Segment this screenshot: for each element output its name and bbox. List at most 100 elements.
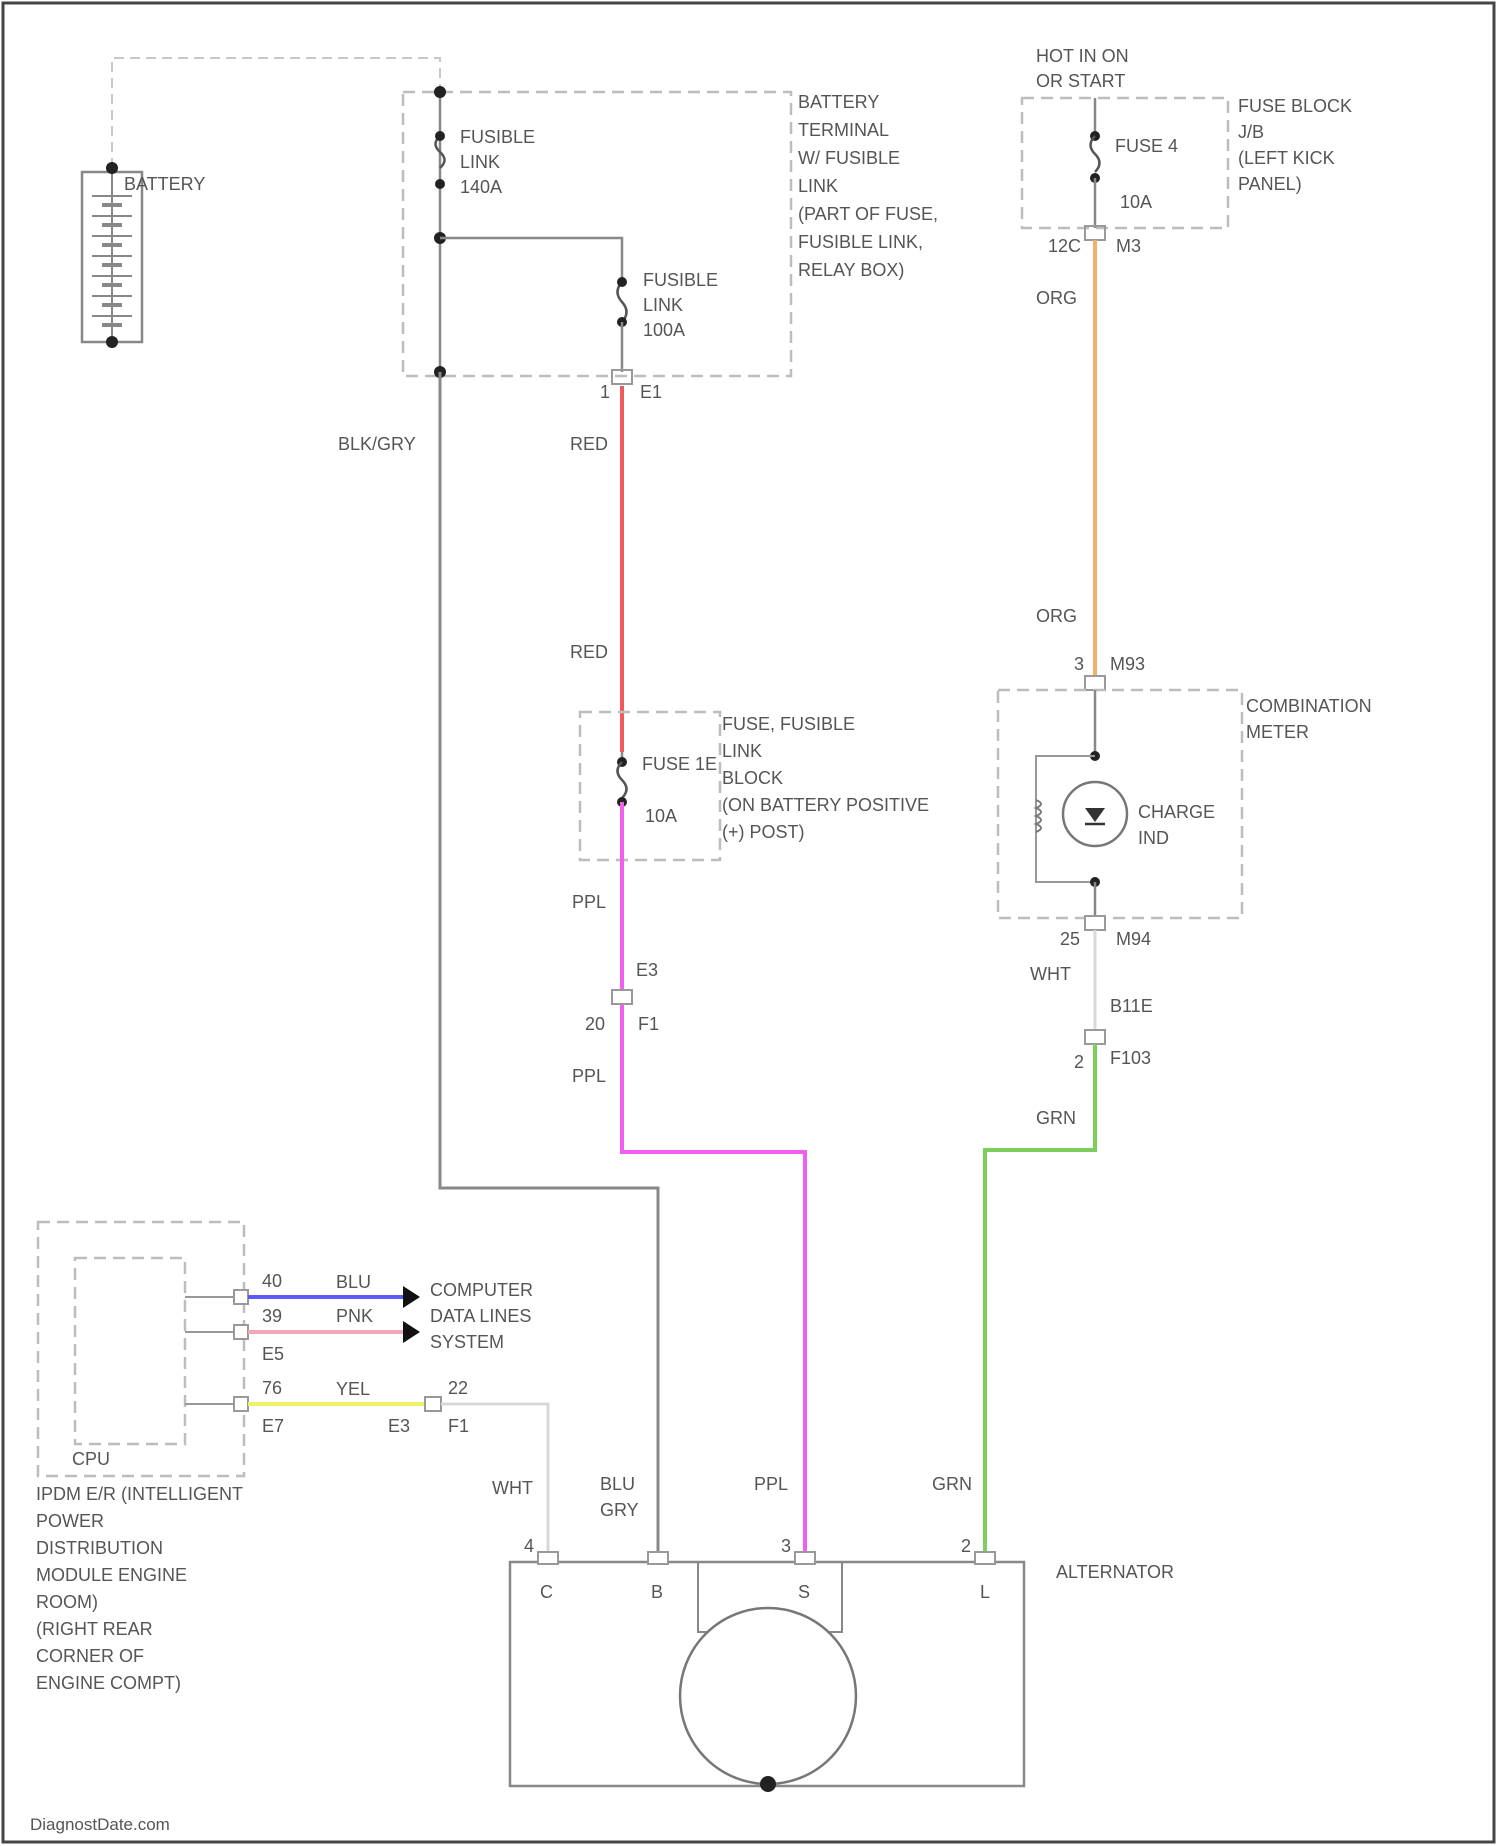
battery-terminal-label-2: TERMINAL [798, 120, 889, 140]
computer-label-1: COMPUTER [430, 1280, 533, 1300]
fusible-link-100-line2: LINK [643, 295, 683, 315]
alternator-label: ALTERNATOR [1056, 1562, 1174, 1582]
fuse-block-label-3: (LEFT KICK [1238, 148, 1335, 168]
diagram-frame [3, 3, 1494, 1842]
connector-pin-2: 2 [1074, 1052, 1084, 1072]
meter-top-pin: 3 [1074, 654, 1084, 674]
fuse-block-label-1: FUSE BLOCK [1238, 96, 1352, 116]
fuse-block-connector: M3 [1116, 236, 1141, 256]
yel-connector-pin: 22 [448, 1378, 468, 1398]
alt-pin-c: 4 [524, 1536, 534, 1556]
wire-label-wht-meter: WHT [1030, 964, 1071, 984]
ipdm-label-7: CORNER OF [36, 1646, 144, 1666]
fuse-1e-amp: 10A [645, 806, 677, 826]
yel-connector-e3: E3 [388, 1416, 410, 1436]
wire-label-red-upper: RED [570, 434, 608, 454]
wire-label-yel: YEL [336, 1379, 370, 1399]
watermark: DiagnostDate.com [30, 1815, 170, 1834]
wire-label-wht-c: WHT [492, 1478, 533, 1498]
hot-label-line1: HOT IN ON [1036, 46, 1129, 66]
combination-meter: 3 M93 CHARGE IND COMBINATION METER 25 M9… [998, 654, 1372, 949]
alt-terminal-l: L [980, 1582, 990, 1602]
fusible-link-140-line1: FUSIBLE [460, 127, 535, 147]
ipdm-pin-39: 39 [262, 1306, 282, 1326]
hot-label-line2: OR START [1036, 71, 1125, 91]
fuse-link-block-label-1: FUSE, FUSIBLE [722, 714, 855, 734]
ipdm-er: 40 39 E5 76 E7 CPU IPDM E/R (INTELLIGENT… [36, 1222, 284, 1693]
meter-bottom-connector: M94 [1116, 929, 1151, 949]
battery-terminal-block: FUSIBLE LINK 140A FUSIBLE LINK 100A 1 E1… [403, 86, 938, 402]
ipdm-pin-76: 76 [262, 1378, 282, 1398]
charge-ind-line2: IND [1138, 828, 1169, 848]
battery-terminal-label-4: LINK [798, 176, 838, 196]
fuse-block-pin: 12C [1048, 236, 1081, 256]
ipdm-label-6: (RIGHT REAR [36, 1619, 153, 1639]
fuse-link-block-label-3: BLOCK [722, 768, 783, 788]
ipdm-pin-e7: E7 [262, 1416, 284, 1436]
fuse-fusible-link-block: FUSE 1E 10A FUSE, FUSIBLE LINK BLOCK (ON… [580, 712, 929, 860]
fuse-link-block-label-5: (+) POST) [722, 822, 805, 842]
battery-terminal-pin: 1 [600, 382, 610, 402]
connector-pin-20: 20 [585, 1014, 605, 1034]
fusible-link-140-line2: LINK [460, 152, 500, 172]
ipdm-label-1: IPDM E/R (INTELLIGENT [36, 1484, 243, 1504]
battery: BATTERY [82, 58, 440, 348]
battery-label: BATTERY [124, 174, 205, 194]
ipdm-label-2: POWER [36, 1511, 104, 1531]
computer-label-3: SYSTEM [430, 1332, 504, 1352]
fusible-link-100-line3: 100A [643, 320, 685, 340]
fuse-link-block-label-4: (ON BATTERY POSITIVE [722, 795, 929, 815]
yel-connector-f1: F1 [448, 1416, 469, 1436]
wire-label-org-lower: ORG [1036, 606, 1077, 626]
connector-f103: F103 [1110, 1048, 1151, 1068]
wire-label-ppl-upper: PPL [572, 892, 606, 912]
alt-terminal-c: C [540, 1582, 553, 1602]
fuse-1e-label: FUSE 1E [642, 754, 717, 774]
wire-label-red-lower: RED [570, 642, 608, 662]
arrow-pnk-icon [403, 1321, 420, 1343]
wire-ppl [622, 802, 805, 1562]
connector-f1-label: F1 [638, 1014, 659, 1034]
fuse-block-label-4: PANEL) [1238, 174, 1302, 194]
connector-e3-label: E3 [636, 960, 658, 980]
fuse-link-block-label-2: LINK [722, 741, 762, 761]
combination-meter-label-1: COMBINATION [1246, 696, 1372, 716]
ipdm-pin-e5: E5 [262, 1344, 284, 1364]
wire-label-org-upper: ORG [1036, 288, 1077, 308]
connector-b11e-f103 [1085, 1030, 1105, 1044]
wire-label-grn-alt: GRN [932, 1474, 972, 1494]
ipdm-label-4: MODULE ENGINE [36, 1565, 187, 1585]
fuse-block-label-2: J/B [1238, 122, 1264, 142]
battery-terminal-connector: E1 [640, 382, 662, 402]
battery-terminal-label-3: W/ FUSIBLE [798, 148, 900, 168]
wire-label-grn-upper: GRN [1036, 1108, 1076, 1128]
alt-pin-l: 2 [961, 1536, 971, 1556]
ipdm-label-8: ENGINE COMPT) [36, 1673, 181, 1693]
wire-blk-gry [440, 372, 658, 1562]
battery-terminal-label-1: BATTERY [798, 92, 879, 112]
arrow-blu-icon [403, 1286, 420, 1308]
alt-pin-s: 3 [781, 1536, 791, 1556]
combination-meter-label-2: METER [1246, 722, 1309, 742]
alternator: 4 3 2 C B S L ALTERNATOR [510, 1536, 1174, 1792]
fuse-4-label: FUSE 4 [1115, 136, 1178, 156]
battery-terminal-label-7: RELAY BOX) [798, 260, 904, 280]
meter-top-connector: M93 [1110, 654, 1145, 674]
alt-terminal-s: S [798, 1582, 810, 1602]
connector-yel [425, 1397, 441, 1411]
battery-terminal-label-5: (PART OF FUSE, [798, 204, 938, 224]
wire-label-ppl-lower: PPL [572, 1066, 606, 1086]
connector-b11e: B11E [1110, 996, 1153, 1016]
wire-label-blu-gry-top: BLU [600, 1474, 635, 1494]
battery-terminal-label-6: FUSIBLE LINK, [798, 232, 923, 252]
ipdm-label-3: DISTRIBUTION [36, 1538, 163, 1558]
wire-label-ppl-alt: PPL [754, 1474, 788, 1494]
wire-label-blu: BLU [336, 1272, 371, 1292]
fusible-link-100-line1: FUSIBLE [643, 270, 718, 290]
alt-terminal-b: B [651, 1582, 663, 1602]
computer-label-2: DATA LINES [430, 1306, 531, 1326]
wire-label-blk-gry: BLK/GRY [338, 434, 416, 454]
fusible-link-140-line3: 140A [460, 177, 502, 197]
connector-e3-f1 [612, 990, 632, 1004]
